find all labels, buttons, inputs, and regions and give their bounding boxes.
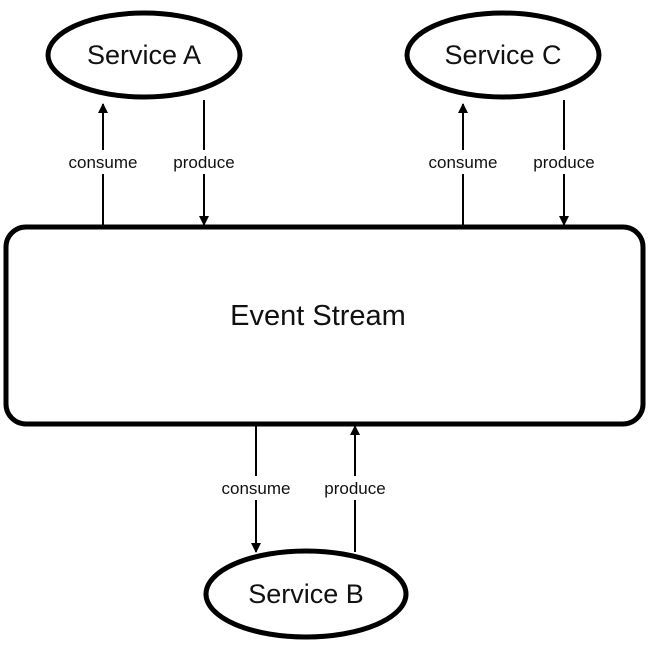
service-c-node: Service C bbox=[404, 10, 602, 100]
service-b-ellipse bbox=[203, 548, 409, 640]
edge-a-produce-label: produce bbox=[173, 153, 234, 172]
service-c-ellipse bbox=[404, 10, 602, 100]
service-b-label: Service B bbox=[248, 579, 364, 609]
edge-a-produce: produce bbox=[162, 100, 246, 226]
service-a-ellipse bbox=[45, 10, 243, 100]
edge-a-consume-label-bg bbox=[56, 150, 150, 174]
edge-c-consume: consume bbox=[416, 103, 510, 227]
edge-b-consume-label: consume bbox=[222, 479, 291, 498]
edge-b-produce: produce bbox=[313, 425, 397, 552]
edge-b-consume-label-bg bbox=[209, 476, 303, 500]
event-stream-box bbox=[3, 224, 646, 427]
event-stream-node: Event Stream bbox=[3, 224, 646, 427]
edge-c-consume-label: consume bbox=[429, 153, 498, 172]
edge-c-produce-label-bg bbox=[522, 150, 606, 174]
edge-a-consume-label: consume bbox=[69, 153, 138, 172]
edge-b-produce-label: produce bbox=[324, 479, 385, 498]
edge-a-consume: consume bbox=[56, 103, 150, 227]
service-a-node: Service A bbox=[45, 10, 243, 100]
edge-c-produce-label: produce bbox=[533, 153, 594, 172]
service-a-label: Service A bbox=[87, 40, 201, 70]
edge-b-produce-label-bg bbox=[313, 476, 397, 500]
event-stream-label: Event Stream bbox=[230, 300, 406, 332]
edge-c-consume-label-bg bbox=[416, 150, 510, 174]
service-c-label: Service C bbox=[444, 40, 561, 70]
edge-c-produce: produce bbox=[522, 100, 606, 226]
service-b-node: Service B bbox=[203, 548, 409, 640]
edge-b-consume: consume bbox=[209, 426, 303, 553]
edge-a-produce-label-bg bbox=[162, 150, 246, 174]
